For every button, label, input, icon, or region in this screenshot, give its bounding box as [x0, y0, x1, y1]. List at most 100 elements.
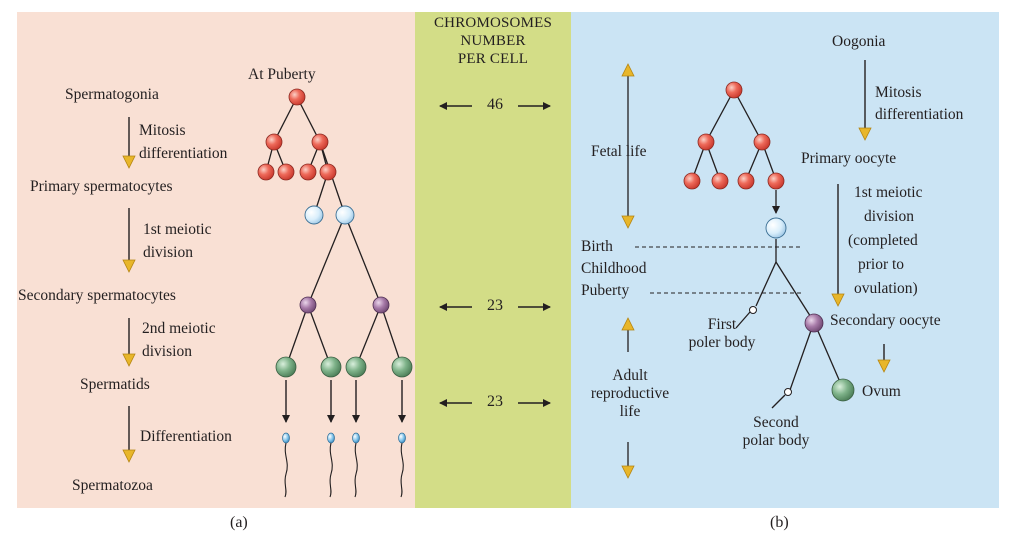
spermatogenesis-tree	[265, 96, 403, 368]
header-line: CHROMOSOMES	[433, 15, 553, 31]
process-label: Mitosis	[875, 84, 922, 101]
sperm-arrows	[282, 380, 406, 423]
adult-life-label: Adult reproductive life	[574, 367, 686, 421]
down-arrow-icon	[877, 344, 891, 373]
chromosome-number-23: 23	[487, 393, 503, 410]
down-arrow-icon	[122, 318, 136, 367]
oogonium-cell	[753, 133, 771, 151]
ovum-cell	[831, 378, 855, 402]
chromosome-number-23: 23	[487, 297, 503, 314]
primary-spermatocyte-cells	[304, 205, 355, 225]
chromosome-arrows	[439, 102, 551, 407]
chromosome-number-column-bg	[415, 12, 571, 508]
spermatozoa-label: Spermatozoa	[72, 477, 153, 494]
adult-life-line: life	[619, 403, 641, 420]
process-label: division	[142, 343, 192, 360]
process-label: division	[143, 244, 193, 261]
label-line: polar body	[742, 432, 810, 449]
second-polar-body-label: Second polar body	[716, 414, 836, 450]
adult-life-line: reproductive	[590, 385, 670, 402]
spermatogonia-cells	[257, 88, 337, 181]
process-label: Differentiation	[140, 428, 232, 445]
primary-spermatocyte-cell	[335, 205, 355, 225]
process-label: prior to	[858, 256, 905, 273]
primary-oocyte-cell	[765, 217, 787, 239]
caption-b: (b)	[770, 514, 789, 531]
second-polar-body	[784, 388, 792, 396]
fetal-life-label: Fetal life	[591, 143, 647, 160]
spermatogonium-cell	[257, 163, 275, 181]
oogonium-cell	[683, 172, 701, 190]
down-arrow-icon	[831, 184, 845, 307]
secondary-oocyte-cell	[804, 313, 824, 333]
spermatogonium-cell	[265, 133, 283, 151]
down-arrow-icon	[122, 208, 136, 273]
spermatozoon-icon	[282, 432, 290, 498]
secondary-spermatocyte-cell	[372, 296, 390, 314]
puberty-label: Puberty	[581, 282, 630, 299]
label-line: poler body	[688, 334, 756, 351]
secondary-spermatocyte-cells	[299, 296, 390, 314]
oogenesis-panel-bg	[571, 12, 999, 508]
spermatid-cell	[320, 356, 342, 378]
oogonium-cell	[767, 172, 785, 190]
spermatogonium-cell	[277, 163, 295, 181]
spermatid-cell	[275, 356, 297, 378]
secondary-spermatocyte-cell	[299, 296, 317, 314]
process-label: division	[864, 208, 914, 225]
secondary-spermatocytes-label: Secondary spermatocytes	[18, 287, 176, 304]
oogonium-cell	[711, 172, 729, 190]
spermatogonia-label: Spermatogonia	[65, 86, 159, 103]
process-label: differentiation	[875, 106, 964, 123]
oogonium-cell	[725, 81, 743, 99]
oogonium-cell	[697, 133, 715, 151]
first-polar-body-label: First poler body	[662, 316, 782, 352]
first-polar-body	[749, 306, 757, 314]
header-line: NUMBER	[460, 33, 526, 49]
process-label: differentiation	[139, 145, 228, 162]
spermatozoon-icon	[352, 432, 360, 498]
secondary-oocyte-label: Secondary oocyte	[830, 312, 941, 329]
timeline-arrows	[621, 63, 635, 479]
oogonia-label: Oogonia	[832, 33, 886, 50]
spermatid-cell	[345, 356, 367, 378]
process-label: 1st meiotic	[143, 221, 212, 238]
oogonia-cells	[683, 81, 785, 190]
adult-life-line: Adult	[612, 367, 648, 384]
right-process-arrows	[831, 60, 891, 373]
left-process-arrows	[122, 117, 136, 463]
chromosome-number-46: 46	[487, 96, 503, 113]
birth-label: Birth	[581, 238, 613, 255]
label-line: First	[707, 316, 737, 333]
process-label: 2nd meiotic	[142, 320, 216, 337]
up-arrow-icon	[621, 317, 635, 352]
down-arrow-icon	[858, 60, 872, 141]
spermatid-cells	[275, 356, 413, 378]
chromosome-header: CHROMOSOMES NUMBER PER CELL	[415, 14, 571, 68]
at-puberty-label: At Puberty	[248, 66, 316, 83]
process-label: Mitosis	[139, 122, 186, 139]
oogonium-cell	[737, 172, 755, 190]
double-arrow-icon	[621, 63, 635, 229]
process-label: 1st meiotic	[854, 184, 923, 201]
header-line: PER CELL	[457, 51, 529, 67]
spermatozoon-icon	[398, 432, 406, 498]
label-line: Second	[753, 414, 799, 431]
spermatogonium-cell	[311, 133, 329, 151]
spermatids-label: Spermatids	[80, 376, 150, 393]
spermatozoon-icon	[327, 432, 335, 498]
spermatozoa	[282, 432, 406, 498]
spermatogenesis-panel-bg	[17, 12, 415, 508]
primary-spermatocytes-label: Primary spermatocytes	[30, 178, 173, 195]
childhood-label: Childhood	[581, 260, 647, 277]
spermatid-cell	[391, 356, 413, 378]
process-label: ovulation)	[854, 280, 918, 297]
down-arrow-icon	[621, 442, 635, 479]
spermatogonium-cell	[319, 163, 337, 181]
down-arrow-icon	[122, 406, 136, 463]
spermatogonium-cell	[288, 88, 306, 106]
ovum-label: Ovum	[862, 383, 901, 400]
process-label: (completed	[848, 232, 918, 249]
